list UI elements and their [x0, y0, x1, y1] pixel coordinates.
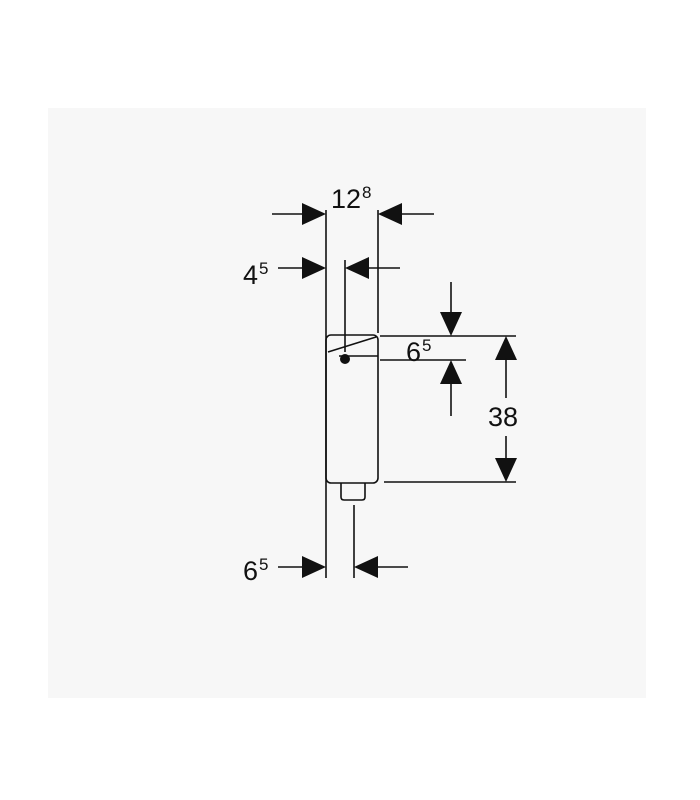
cistern-outlet — [340, 483, 366, 501]
dim-offset-left-label: 45 — [243, 259, 269, 290]
extension-lines-vertical — [325, 210, 379, 578]
dim-top-drop-arrows — [440, 282, 462, 416]
dim-width-top-label: 128 — [331, 183, 372, 214]
dim-height-label: 38 — [488, 402, 519, 432]
cistern-body — [325, 334, 379, 484]
extension-lines-horizontal — [380, 335, 516, 483]
dim-offset-left-arrows — [278, 257, 400, 279]
flush-button — [340, 354, 350, 364]
dim-height-arrows — [495, 336, 517, 482]
drawing-panel — [48, 108, 646, 698]
dim-top-drop-label: 65 — [406, 336, 432, 367]
dim-bottom-offset-arrows — [278, 556, 408, 578]
cistern-lid-edge — [327, 336, 377, 353]
dim-bottom-offset-label: 65 — [243, 555, 269, 586]
dim-width-top-arrows — [272, 203, 434, 225]
cistern — [325, 334, 379, 501]
